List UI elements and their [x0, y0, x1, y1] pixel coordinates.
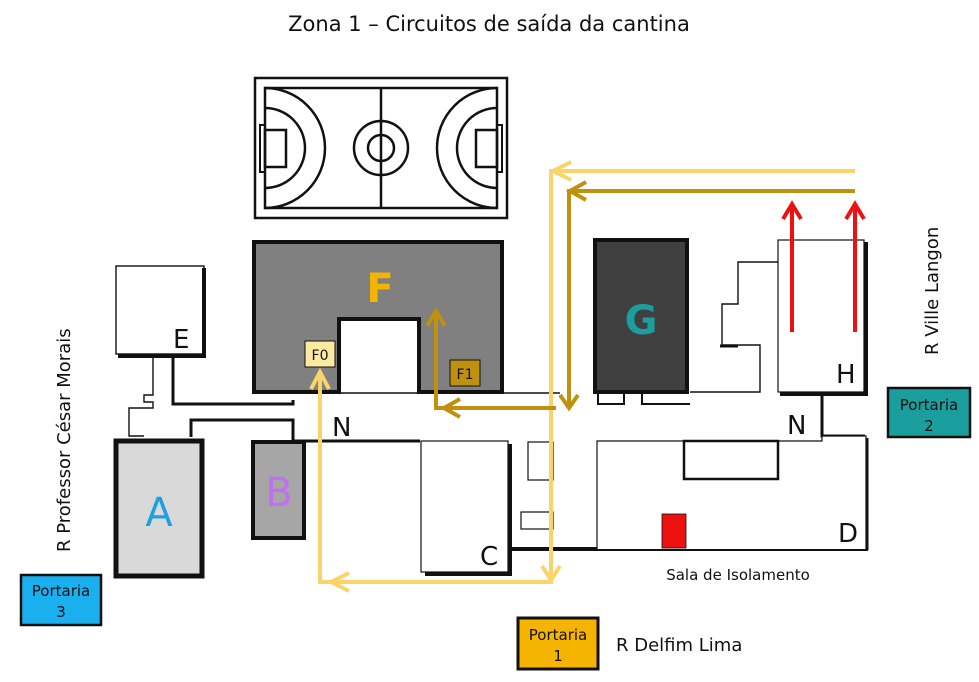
- building-g: G: [593, 238, 689, 394]
- building-g-label: G: [625, 298, 658, 344]
- route-f0: [309, 160, 855, 593]
- portaria-3: Portaria 3: [19, 573, 103, 627]
- isolation-room-label: Sala de Isolamento: [666, 566, 810, 584]
- route-f1-arrow-left: [565, 180, 587, 202]
- isolation-room: [661, 513, 687, 549]
- corridor-n-right: N: [787, 411, 806, 441]
- marker-f0-label: F0: [312, 348, 329, 364]
- route-f1-arrow-up: [425, 307, 447, 328]
- route-f0-arrow-down: [540, 564, 562, 584]
- building-a-label: A: [145, 490, 173, 536]
- marker-f1-label: F1: [457, 367, 474, 383]
- building-g-shape: [593, 238, 689, 394]
- court-center-spot: [366, 133, 396, 163]
- portaria-2-label: Portaria: [900, 396, 958, 414]
- building-c: C: [420, 440, 512, 576]
- sports-court: [253, 76, 509, 220]
- building-e-label: E: [173, 325, 189, 355]
- route-f0-arrow-left-top: [548, 160, 572, 182]
- exit-arrow-1-head: [781, 200, 803, 221]
- building-f-label: F: [366, 266, 393, 312]
- route-f1: [425, 180, 855, 419]
- building-d: D: [596, 435, 869, 550]
- building-b-label: B: [265, 470, 292, 516]
- map-title: Zona 1 – Circuitos de saída da cantina: [288, 12, 690, 36]
- building-h-label: H: [836, 360, 856, 390]
- building-a-shape: [113, 438, 205, 579]
- route-f1-arrow-down: [558, 393, 580, 412]
- portaria-1-label: Portaria: [529, 626, 587, 644]
- portaria-1-number: 1: [553, 647, 563, 665]
- marker-f1-box: [449, 359, 481, 387]
- building-b-shape: [251, 440, 306, 540]
- building-a: A: [113, 438, 205, 579]
- exit-arrows-h: [781, 200, 866, 332]
- annex-blocks: [520, 441, 554, 530]
- route-f0-arrow-left-bottom: [326, 571, 350, 593]
- exit-arrow-2-head: [844, 200, 866, 221]
- portaria-1: Portaria 1: [516, 616, 600, 671]
- portaria-3-number: 3: [56, 603, 66, 621]
- street-west: R Professor César Morais: [54, 328, 75, 552]
- court-right-goal: [496, 124, 503, 173]
- court-right-arc-outer: [435, 86, 498, 210]
- route-f1-path-b: [434, 312, 556, 410]
- building-c-label: C: [480, 542, 498, 572]
- court-center-circle: [352, 119, 410, 177]
- court-left-goal: [259, 124, 266, 173]
- building-e: E: [115, 265, 206, 358]
- building-f: F F0 F1: [252, 240, 504, 394]
- corridor-n-left: N: [332, 413, 351, 443]
- court-left-goal-area: [263, 128, 288, 169]
- court-right-goal-area: [474, 128, 499, 169]
- marker-f0-box: [304, 340, 336, 368]
- building-d-label: D: [838, 519, 858, 549]
- route-f1-arrow-left-bottom: [439, 397, 461, 419]
- portaria-3-label: Portaria: [32, 582, 90, 600]
- portaria-2: Portaria 2: [886, 386, 972, 439]
- route-f0-arrow-up: [309, 367, 331, 390]
- street-east: R Ville Langon: [922, 227, 943, 355]
- portaria-2-number: 2: [924, 417, 934, 435]
- court-outer-border: [253, 76, 509, 220]
- street-south: R Delfim Lima: [616, 635, 742, 656]
- building-b: B: [251, 440, 306, 540]
- court-right-arc-inner: [455, 106, 498, 190]
- court-left-arc-inner: [264, 106, 307, 190]
- court-left-arc-outer: [264, 86, 327, 210]
